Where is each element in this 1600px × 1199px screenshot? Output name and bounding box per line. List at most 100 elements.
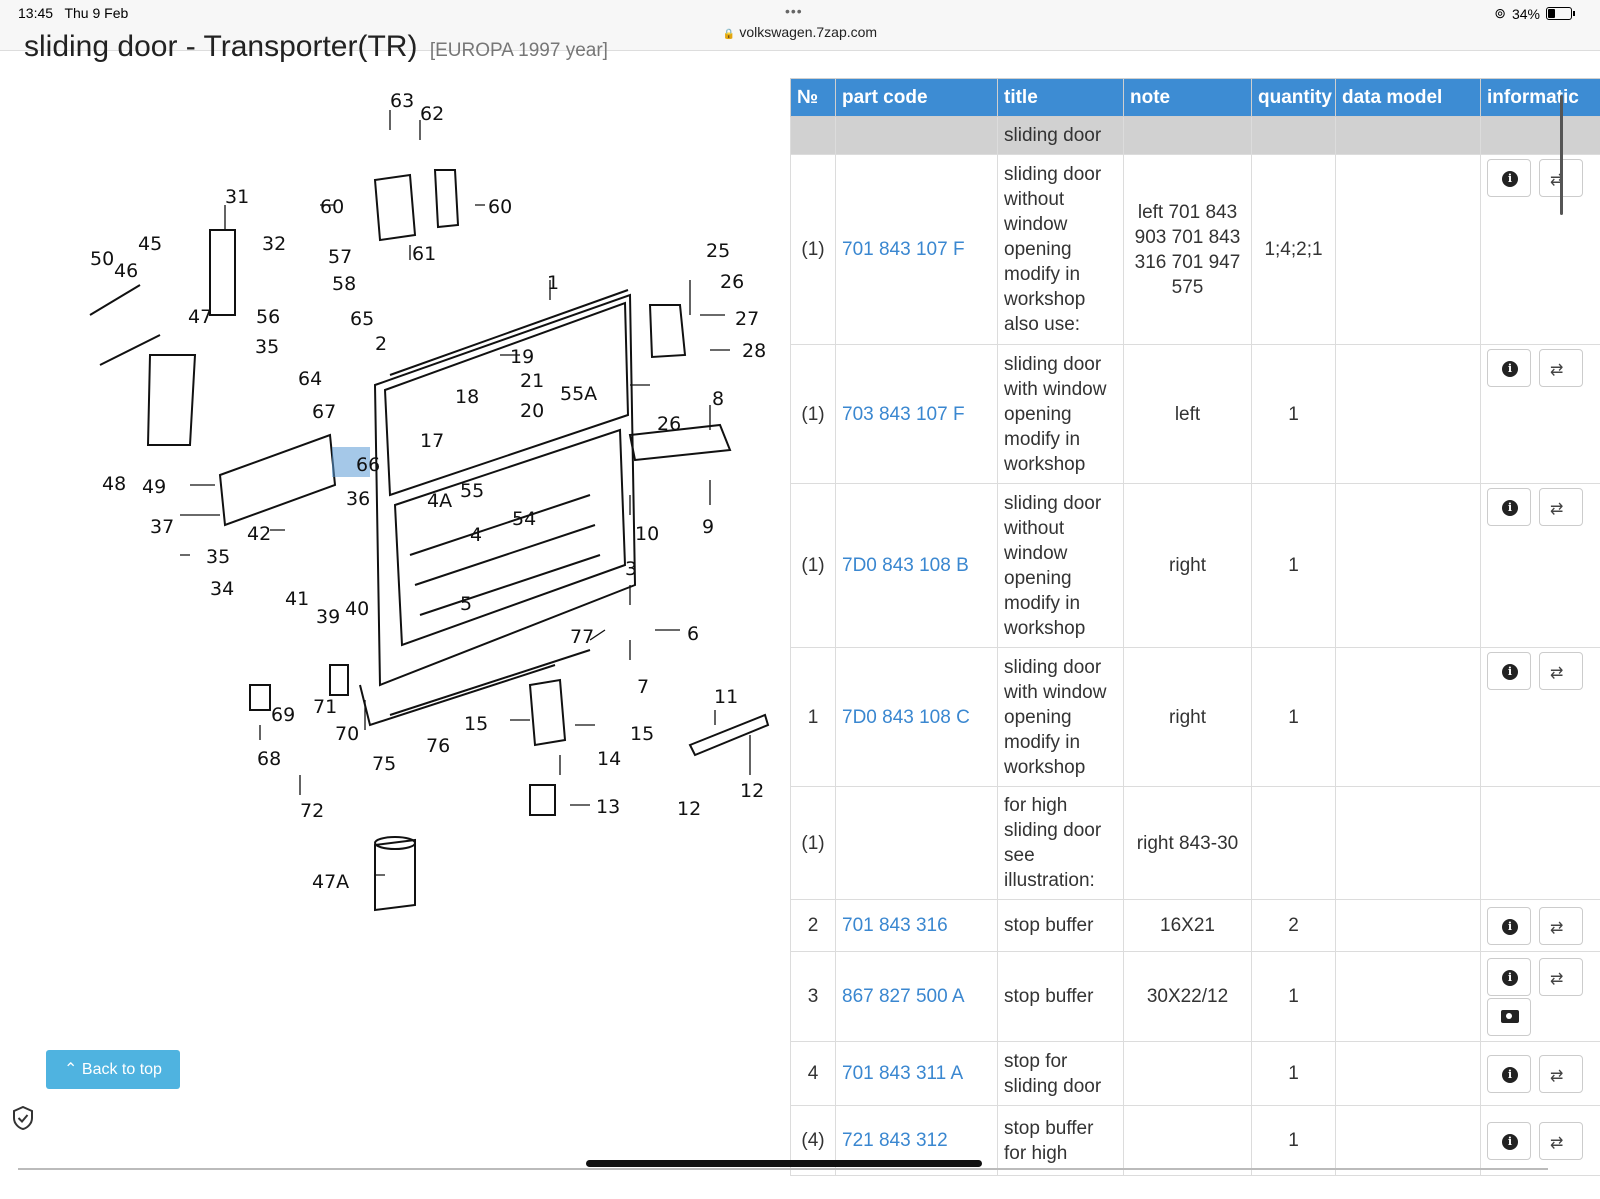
diagram-part-label[interactable]: 65	[350, 308, 374, 330]
table-scrollbar[interactable]	[1560, 95, 1563, 215]
diagram-part-label[interactable]: 64	[298, 368, 322, 390]
diagram-part-label[interactable]: 9	[702, 516, 714, 538]
diagram-part-label[interactable]: 57	[328, 246, 352, 268]
diagram-part-label[interactable]: 34	[210, 578, 234, 600]
info-button[interactable]: i	[1487, 159, 1531, 197]
diagram-part-label[interactable]: 4A	[427, 490, 452, 512]
diagram-part-label[interactable]: 46	[114, 260, 138, 282]
part-code-link[interactable]: 701 843 311 A	[842, 1063, 964, 1084]
info-button[interactable]: i	[1487, 488, 1531, 526]
diagram-part-label[interactable]: 58	[332, 273, 356, 295]
diagram-part-label[interactable]: 69	[271, 704, 295, 726]
info-button[interactable]: i	[1487, 957, 1531, 996]
diagram-part-label[interactable]: 37	[150, 516, 174, 538]
diagram-part-label[interactable]: 60	[488, 196, 512, 218]
compare-button[interactable]: ⇄	[1539, 957, 1583, 996]
diagram-part-label[interactable]: 70	[335, 723, 359, 745]
diagram-part-label[interactable]: 27	[735, 308, 759, 330]
diagram-part-label[interactable]: 10	[635, 523, 659, 545]
diagram-part-label[interactable]: 49	[142, 476, 166, 498]
diagram-part-label[interactable]: 7	[637, 676, 649, 698]
diagram-part-label[interactable]: 48	[102, 473, 126, 495]
diagram-part-label[interactable]: 35	[255, 336, 279, 358]
diagram-part-label[interactable]: 14	[597, 748, 621, 770]
diagram-part-label[interactable]: 42	[247, 523, 271, 545]
diagram-part-label[interactable]: 68	[257, 748, 281, 770]
back-to-top-button[interactable]: ⌃ Back to top	[46, 1050, 180, 1089]
diagram-part-label[interactable]: 67	[312, 401, 336, 423]
diagram-part-label[interactable]: 36	[346, 488, 370, 510]
photo-button[interactable]	[1487, 997, 1531, 1036]
diagram-part-label[interactable]: 8	[712, 388, 724, 410]
diagram-part-label[interactable]: 47A	[312, 871, 349, 893]
shield-check-icon[interactable]	[12, 1106, 34, 1130]
diagram-part-label[interactable]: 17	[420, 430, 444, 452]
diagram-part-label[interactable]: 21	[520, 370, 544, 392]
diagram-part-label[interactable]: 32	[262, 233, 286, 255]
diagram-part-label[interactable]: 54	[512, 508, 536, 530]
diagram-part-label[interactable]: 61	[412, 243, 436, 265]
diagram-part-label[interactable]: 6	[687, 623, 699, 645]
info-button[interactable]: i	[1487, 906, 1531, 945]
diagram-part-label[interactable]: 13	[596, 796, 620, 818]
diagram-part-label[interactable]: 11	[714, 686, 738, 708]
compare-button[interactable]: ⇄	[1539, 349, 1583, 387]
diagram-part-label[interactable]: 66	[356, 454, 380, 476]
diagram-part-label[interactable]: 31	[225, 186, 249, 208]
compare-button[interactable]: ⇄	[1539, 488, 1583, 526]
diagram-part-label[interactable]: 50	[90, 248, 114, 270]
part-code-link[interactable]: 701 843 107 F	[842, 239, 965, 260]
diagram-part-label[interactable]: 76	[426, 735, 450, 757]
address-bar[interactable]: 🔒volkswagen.7zap.com	[0, 24, 1600, 40]
diagram-part-label[interactable]: 4	[470, 524, 482, 546]
diagram-part-label[interactable]: 2	[375, 333, 387, 355]
info-button[interactable]: i	[1487, 1121, 1531, 1160]
diagram-part-label[interactable]: 15	[630, 723, 654, 745]
diagram-part-label[interactable]: 55	[460, 480, 484, 502]
part-code-link[interactable]: 7D0 843 108 B	[842, 555, 969, 576]
diagram-part-label[interactable]: 15	[464, 713, 488, 735]
diagram-part-label[interactable]: 75	[372, 753, 396, 775]
diagram-part-label[interactable]: 20	[520, 400, 544, 422]
diagram-part-label[interactable]: 55A	[560, 383, 597, 405]
diagram-part-label[interactable]: 77	[570, 626, 594, 648]
more-dots-icon[interactable]: •••	[785, 3, 803, 19]
diagram-part-label[interactable]: 3	[625, 558, 637, 580]
diagram-part-label[interactable]: 47	[188, 306, 212, 328]
diagram-part-label[interactable]: 12	[677, 798, 701, 820]
diagram-part-label[interactable]: 18	[455, 386, 479, 408]
diagram-part-label[interactable]: 39	[316, 606, 340, 628]
diagram-part-label[interactable]: 26	[720, 271, 744, 293]
diagram-part-label[interactable]: 19	[510, 346, 534, 368]
info-button[interactable]: i	[1487, 349, 1531, 387]
compare-button[interactable]: ⇄	[1539, 1121, 1583, 1160]
diagram-part-label[interactable]: 12	[740, 780, 764, 802]
diagram-part-label[interactable]: 41	[285, 588, 309, 610]
diagram-part-label[interactable]: 40	[345, 598, 369, 620]
part-code-link[interactable]: 703 843 107 F	[842, 403, 965, 425]
diagram-part-label[interactable]: 56	[256, 306, 280, 328]
diagram-part-label[interactable]: 62	[420, 103, 444, 125]
diagram-part-label[interactable]: 1	[547, 272, 559, 294]
part-code-link[interactable]: 721 843 312	[842, 1130, 948, 1151]
home-indicator[interactable]	[586, 1160, 982, 1167]
diagram-part-label[interactable]: 25	[706, 240, 730, 262]
info-button[interactable]: i	[1487, 1054, 1531, 1093]
diagram-part-label[interactable]: 28	[742, 340, 766, 362]
diagram-part-label[interactable]: 26	[657, 413, 681, 435]
part-code-link[interactable]: 701 843 316	[842, 915, 948, 936]
part-code-link[interactable]: 7D0 843 108 C	[842, 706, 970, 728]
diagram-part-label[interactable]: 71	[313, 696, 337, 718]
part-code-link[interactable]: 867 827 500 A	[842, 986, 965, 1007]
diagram-part-label[interactable]: 72	[300, 800, 324, 822]
compare-button[interactable]: ⇄	[1539, 652, 1583, 690]
diagram-part-label[interactable]: 5	[460, 593, 472, 615]
compare-button[interactable]: ⇄	[1539, 1054, 1583, 1093]
